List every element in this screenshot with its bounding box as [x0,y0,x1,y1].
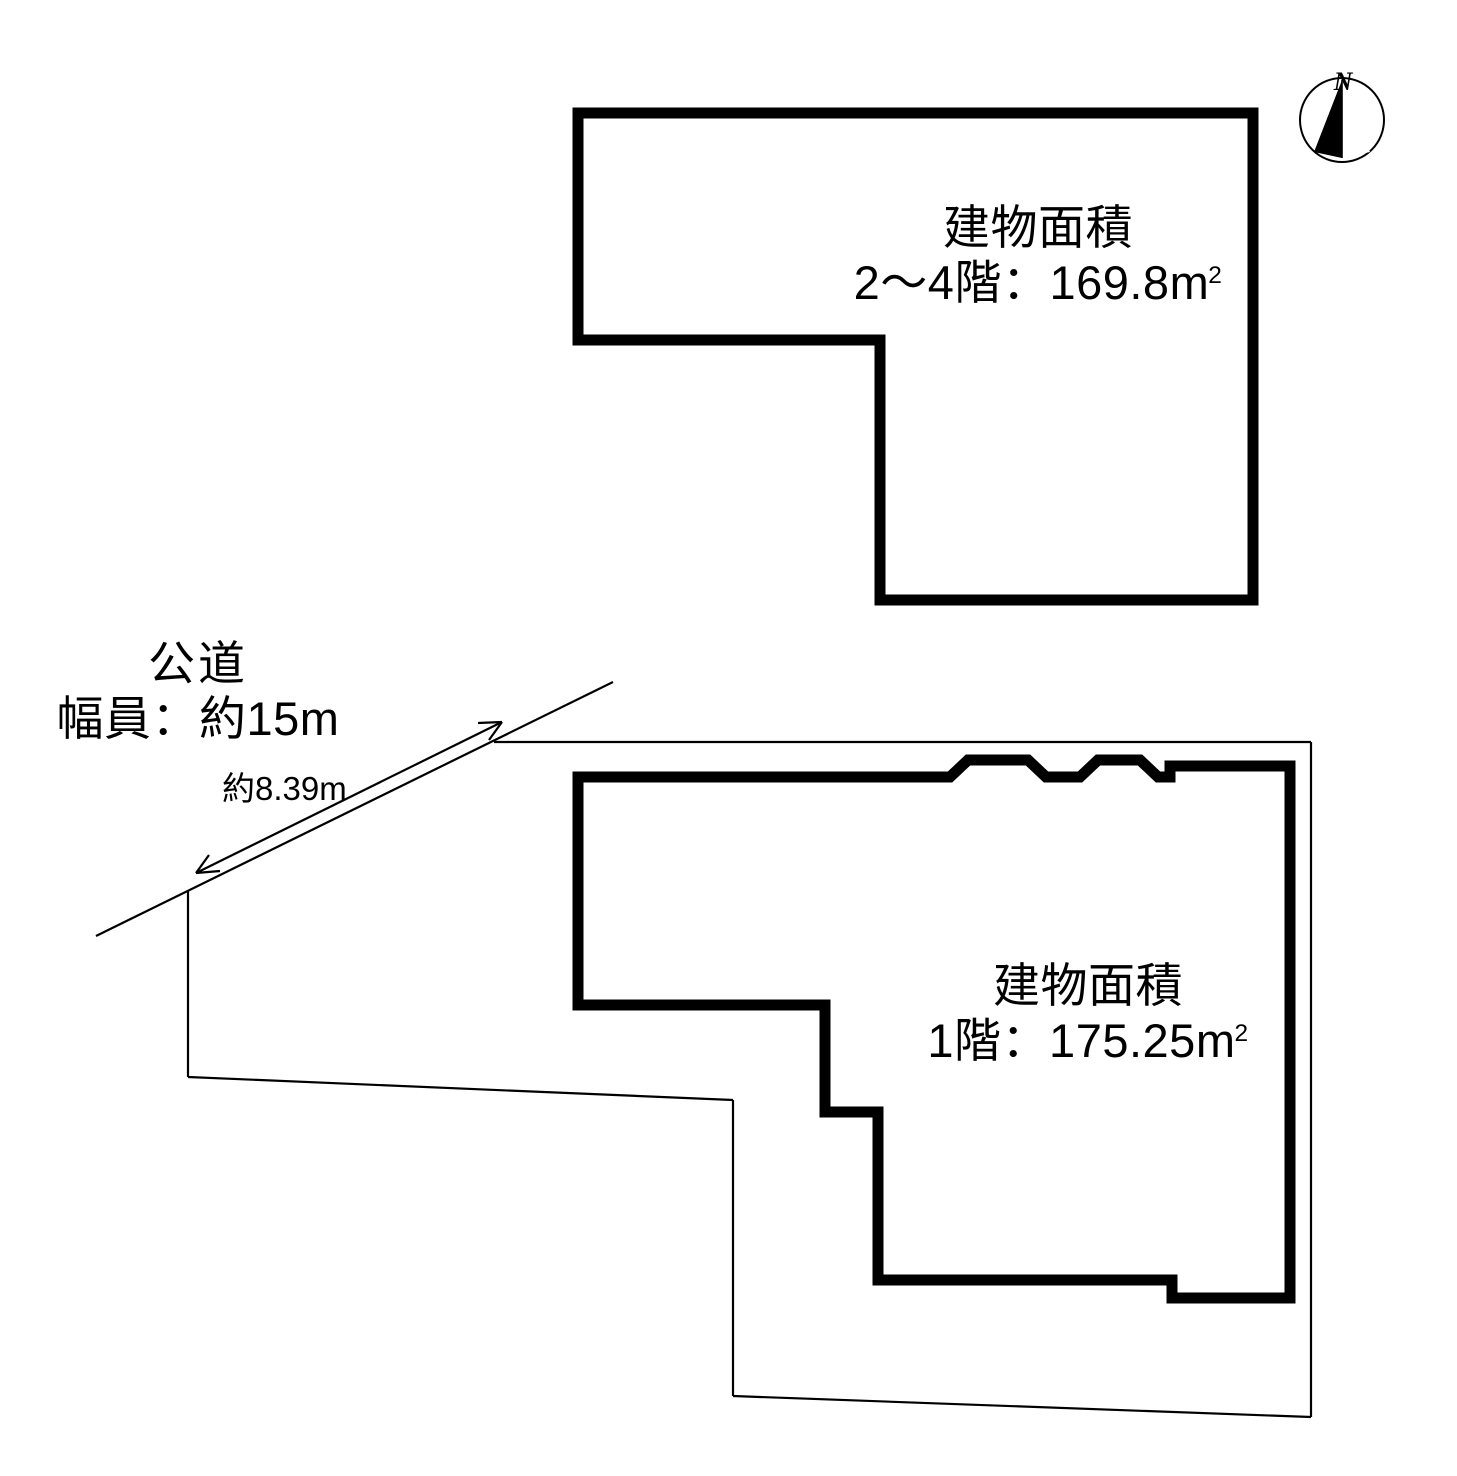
road-boundary-line [95,681,614,937]
upper-building-area-label: 建物面積 2〜4階：169.8m2 [838,200,1238,311]
north-arrow-icon: N [1299,67,1385,163]
lower-building-area-title: 建物面積 [993,959,1183,1012]
frontage-dimension-arrow [195,720,503,875]
lower-building-area-superscript: 2 [1234,1019,1249,1047]
upper-building-area-title: 建物面積 [943,201,1133,254]
compass-needle-dark [1314,80,1342,158]
road-title: 公道 [148,637,248,690]
compass-north-letter: N [1333,67,1354,96]
frontage-dimension-label: 約8.39m [222,770,347,807]
upper-building-area-value: 2〜4階：169.8m2 [853,256,1223,310]
dimension-arrow-shaft [195,721,503,874]
road-label: 公道 幅員：約15m [38,636,358,747]
upper-building-outline [572,107,1259,606]
lot-lower-left-boundary-line [187,1075,734,1102]
lot-bottom-boundary-line [732,1394,1312,1419]
upper-building-area-superscript: 2 [1208,261,1223,289]
dimension-arrowhead-left [195,854,221,875]
lower-building-area-label: 建物面積 1階：175.25m2 [898,958,1278,1069]
lower-building-area-value: 1階：175.25m2 [927,1014,1249,1068]
road-width-label: 幅員：約15m [56,692,340,746]
lower-building-outline [572,754,1296,1304]
land-boundary-group [95,681,1313,1419]
dimension-arrowhead-right [477,720,503,741]
compass-needle-light [1342,80,1370,158]
